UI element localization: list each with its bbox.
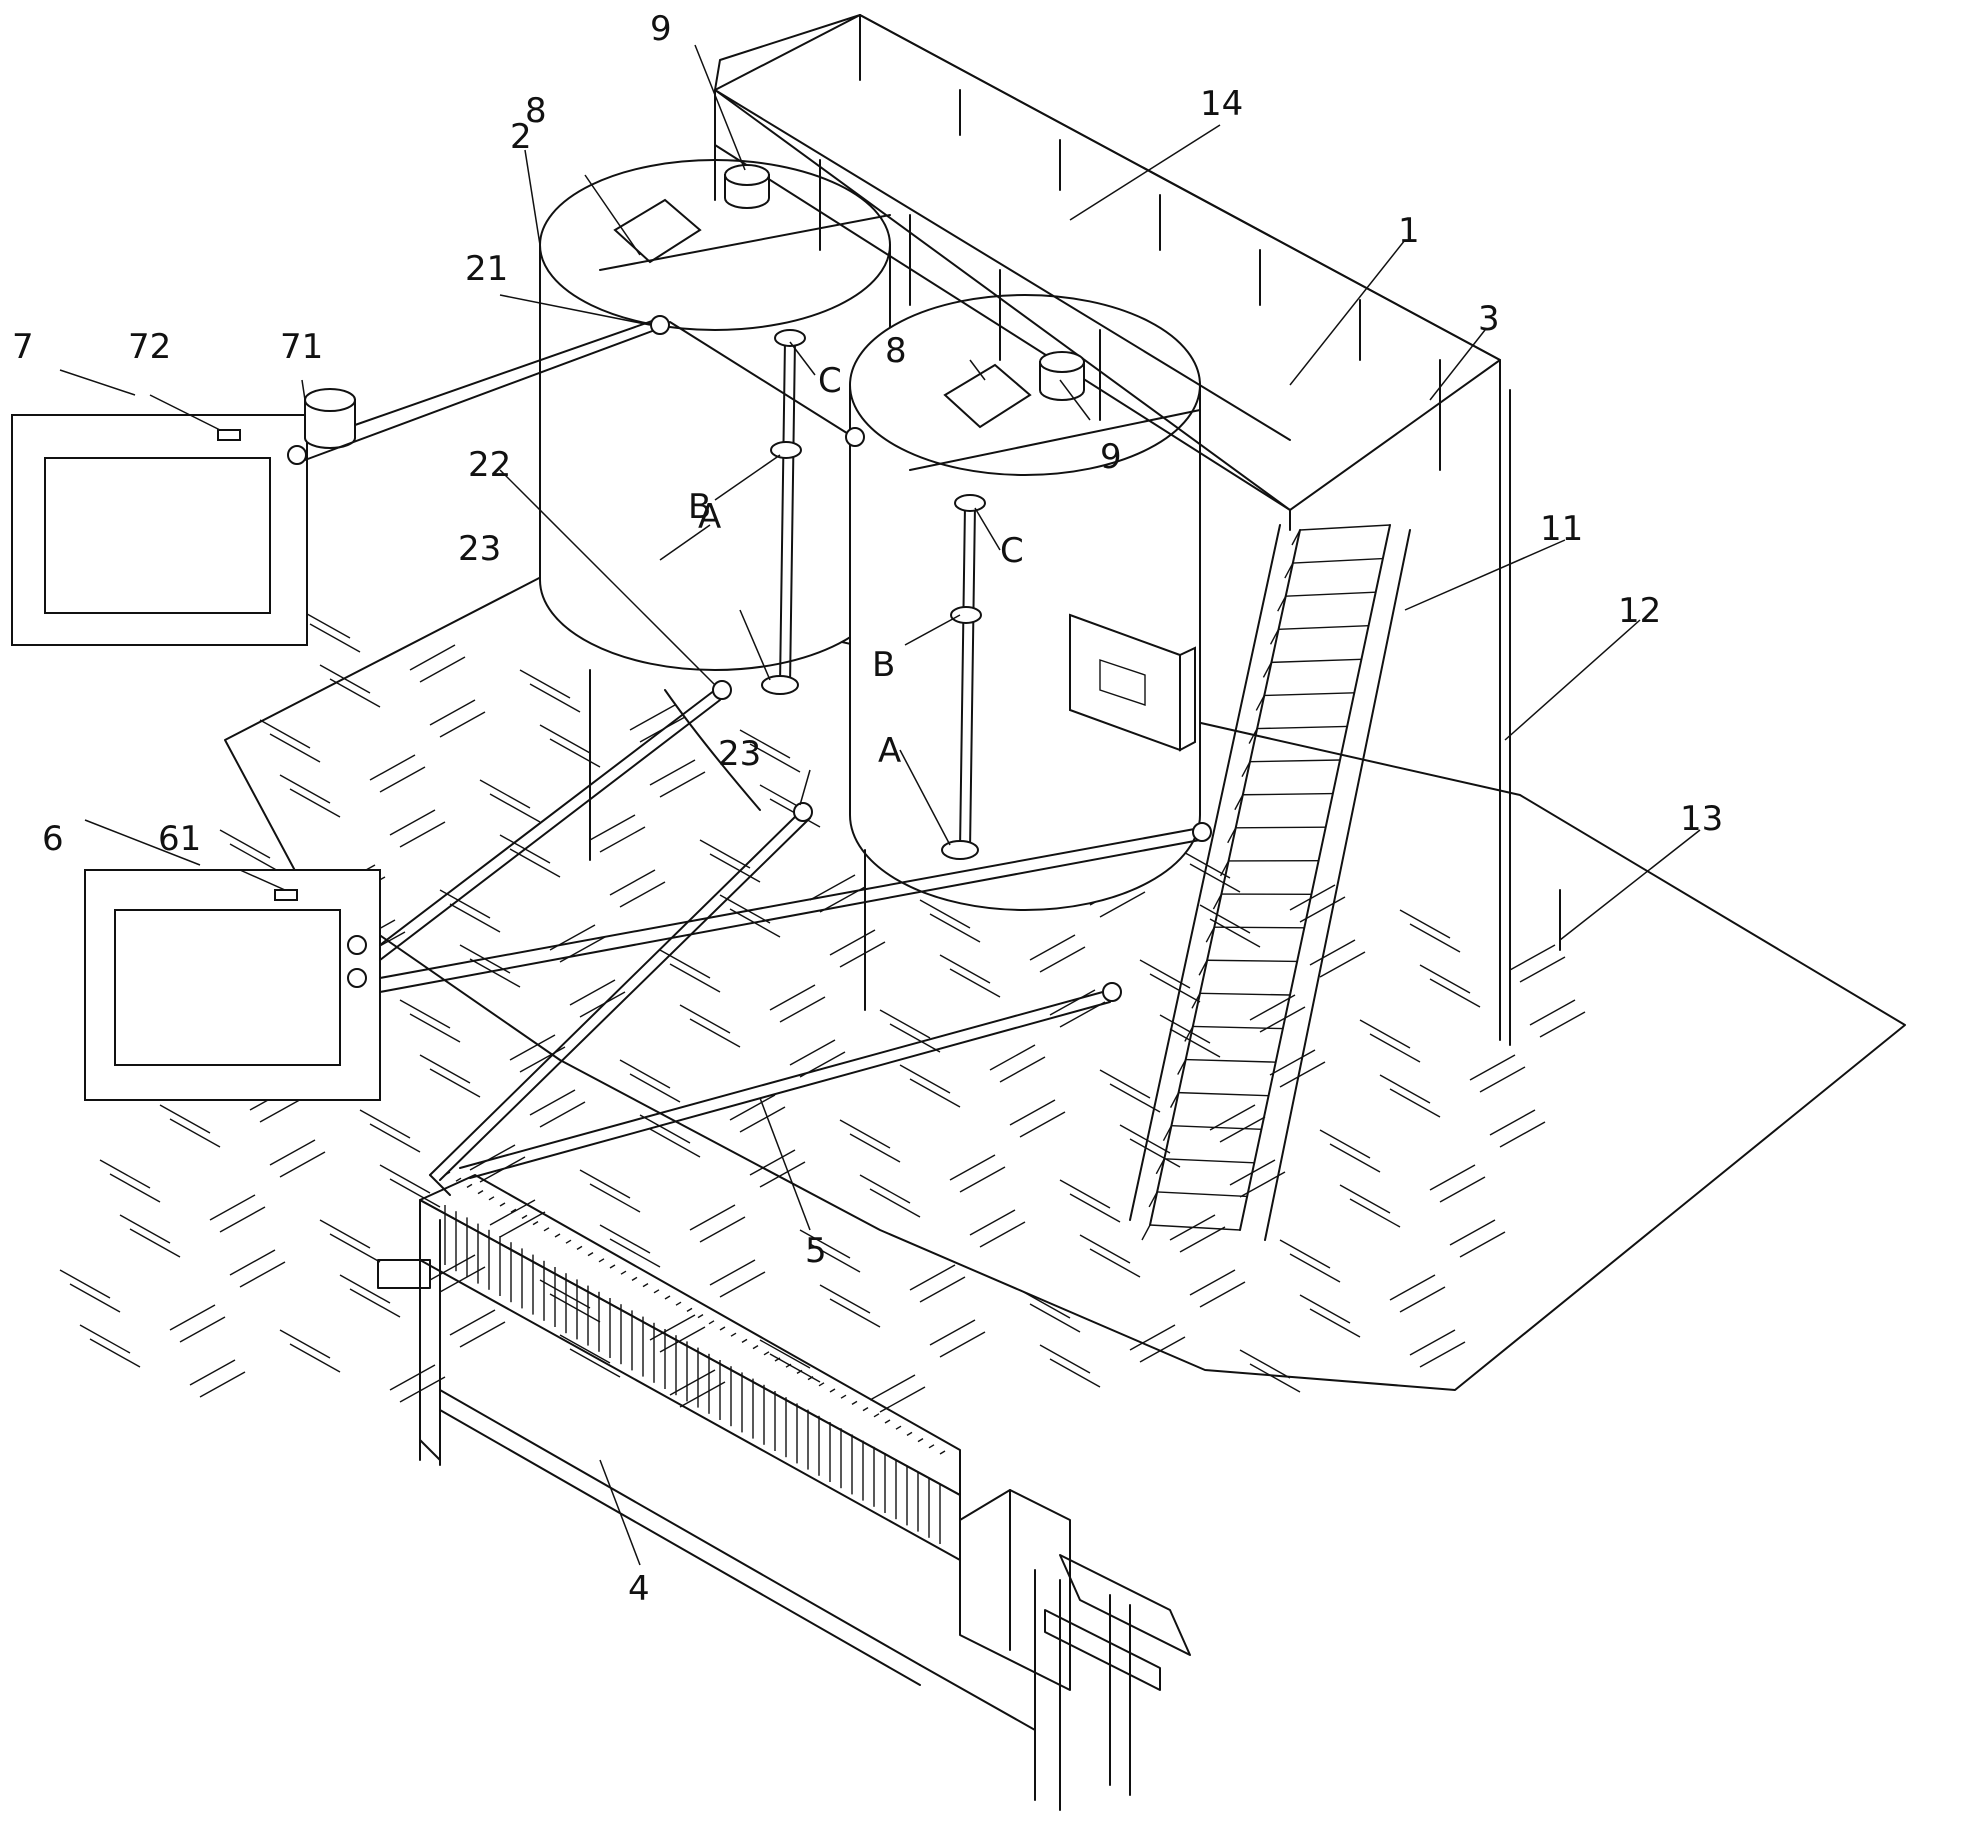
label-1: 1 (1398, 211, 1420, 251)
control-cabinet-7 (11, 388, 356, 646)
label-c-left: C (818, 361, 842, 401)
label-a-left: A (698, 497, 721, 537)
port-b-left (770, 441, 802, 459)
label-23-bottom: 23 (718, 734, 761, 774)
fitting-23 (793, 802, 813, 822)
port-b-right (950, 606, 982, 624)
column-left (761, 329, 806, 695)
label-c-right: C (1000, 531, 1024, 571)
port-c-left (774, 329, 806, 347)
label-72: 72 (128, 327, 171, 367)
pipelines (304, 315, 1212, 1196)
agitator-right (909, 351, 1201, 471)
label-22: 22 (468, 445, 511, 485)
label-61: 61 (158, 819, 201, 859)
label-12: 12 (1618, 591, 1661, 631)
label-8-right: 8 (885, 331, 907, 371)
label-2: 2 (510, 117, 532, 157)
label-71: 71 (280, 327, 323, 367)
railing-posts (819, 89, 1361, 481)
agitator-left (599, 164, 891, 271)
column-right (941, 494, 986, 860)
platform-legs (1439, 359, 1561, 1046)
label-6: 6 (42, 819, 64, 859)
filter-press (377, 1171, 1191, 1811)
label-23-left: 23 (458, 529, 501, 569)
port-c-right (954, 494, 986, 512)
label-14: 14 (1200, 84, 1243, 124)
label-21: 21 (465, 249, 508, 289)
control-cabinet-6 (84, 869, 381, 1101)
label-9-left: 9 (650, 9, 672, 49)
label-8-left: 8 (525, 91, 547, 131)
tank-right (849, 294, 1201, 1011)
label-11: 11 (1540, 509, 1583, 549)
port-a-left (761, 675, 799, 695)
leader-lines (59, 44, 1701, 1566)
fitting-22 (712, 680, 732, 700)
label-b-right: B (872, 645, 895, 685)
tank-left (539, 159, 891, 861)
label-7: 7 (12, 327, 34, 367)
label-a-right: A (878, 731, 901, 771)
reference-labels: 1 2 3 4 5 6 61 7 71 72 8 8 9 9 11 12 13 … (12, 9, 1723, 1609)
label-9-right: 9 (1100, 437, 1122, 477)
stairs (1129, 524, 1411, 1241)
label-5: 5 (805, 1231, 827, 1271)
label-b-left: B (688, 487, 711, 527)
label-13: 13 (1680, 799, 1723, 839)
label-4: 4 (628, 1569, 650, 1609)
wall-control-box (1069, 613, 1196, 752)
label-3: 3 (1478, 299, 1500, 339)
port-a-right (941, 840, 979, 860)
fitting-21 (650, 315, 670, 335)
